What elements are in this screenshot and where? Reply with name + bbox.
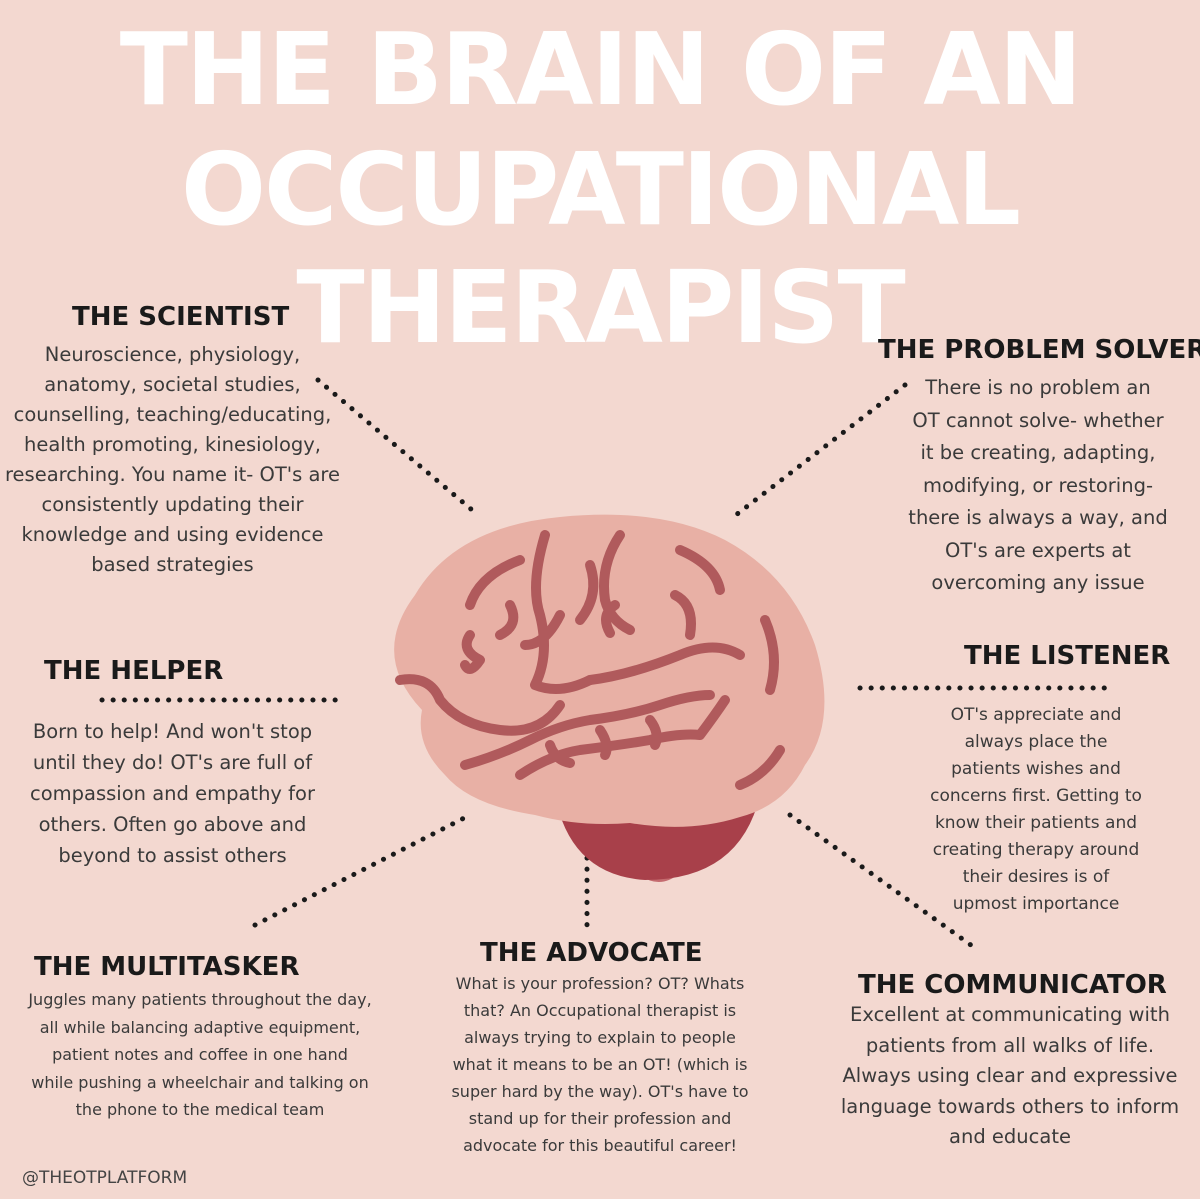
connector-communicator [787, 812, 978, 951]
multitasker-line: while pushing a wheelchair and talking o… [31, 1072, 369, 1092]
problem-solver-line: OT cannot solve- whether [912, 408, 1164, 432]
helper-line: Born to help! And won't stop [32, 720, 313, 743]
helper-heading: THE HELPER [44, 656, 224, 686]
problem-solver-line: OT's are experts at [945, 538, 1131, 562]
problem-solver-line: There is no problem an [925, 376, 1151, 399]
scientist-line: counselling, teaching/educating, [13, 403, 332, 426]
advocate-line: super hard by the way). OT's have to [451, 1082, 749, 1101]
helper-description: Born to help! And won't stop until they … [10, 716, 335, 871]
title-line-1: THE BRAIN OF AN [119, 11, 1083, 128]
advocate-line: advocate for this beautiful career! [463, 1136, 737, 1155]
communicator-line: language towards others to inform [840, 1094, 1180, 1118]
listener-line: OT's appreciate and [950, 705, 1122, 725]
credit-handle: @THEOTPLATFORM [22, 1168, 188, 1188]
problem-solver-description: There is no problem an OT cannot solve- … [888, 372, 1188, 600]
communicator-description: Excellent at communicating with patients… [830, 1000, 1190, 1153]
problem-solver-line: modifying, or restoring- [922, 473, 1153, 497]
advocate-line: always trying to explain to people [464, 1028, 736, 1047]
listener-description: OT's appreciate and always place the pat… [912, 702, 1160, 918]
title-line-2: OCCUPATIONAL [181, 131, 1021, 248]
problem-solver-heading: THE PROBLEM SOLVER [878, 335, 1200, 365]
listener-line: creating therapy around [932, 840, 1140, 860]
listener-line: know their patients and [934, 813, 1138, 833]
multitasker-description: Juggles many patients throughout the day… [10, 986, 390, 1124]
communicator-heading: THE COMMUNICATOR [858, 970, 1167, 1000]
advocate-description: What is your profession? OT? Whats that?… [430, 970, 770, 1159]
multitasker-heading: THE MULTITASKER [34, 952, 300, 982]
advocate-line: what it means to be an OT! (which is [452, 1055, 748, 1074]
listener-line: their desires is of [962, 867, 1110, 887]
scientist-line: consistently updating their [41, 493, 304, 516]
title-line-3: THERAPIST [296, 249, 905, 366]
multitasker-line: Juggles many patients throughout the day… [28, 990, 372, 1009]
problem-solver-line: overcoming any issue [931, 571, 1145, 594]
communicator-line: patients from all walks of life. [865, 1033, 1155, 1057]
advocate-line: stand up for their profession and [468, 1109, 732, 1128]
scientist-heading: THE SCIENTIST [72, 302, 290, 332]
listener-heading: THE LISTENER [964, 641, 1171, 671]
helper-line: beyond to assist others [58, 844, 287, 867]
advocate-line: What is your profession? OT? Whats [455, 974, 745, 993]
connector-problem-solver [729, 382, 908, 521]
scientist-line: Neuroscience, physiology, [44, 343, 301, 366]
problem-solver-line: there is always a way, and [908, 506, 1168, 529]
connector-scientist [315, 377, 481, 518]
communicator-line: and educate [949, 1125, 1071, 1148]
scientist-line: based strategies [91, 553, 254, 576]
scientist-description: Neuroscience, physiology, anatomy, socie… [0, 340, 345, 580]
scientist-line: researching. You name it- OT's are [4, 463, 341, 486]
connector-multitasker [252, 812, 473, 928]
helper-line: until they do! OT's are full of [32, 751, 313, 774]
listener-line: concerns first. Getting to [930, 786, 1142, 806]
advocate-line: that? An Occupational therapist is [463, 1001, 737, 1020]
brain-illustration [394, 514, 825, 883]
listener-line: patients wishes and [951, 759, 1121, 779]
multitasker-line: patient notes and coffee in one hand [52, 1045, 348, 1064]
listener-line: always place the [964, 732, 1108, 752]
advocate-heading: THE ADVOCATE [480, 938, 703, 968]
communicator-line: Excellent at communicating with [850, 1003, 1170, 1026]
scientist-line: anatomy, societal studies, [44, 373, 301, 396]
helper-line: others. Often go above and [38, 813, 307, 836]
multitasker-line: all while balancing adaptive equipment, [39, 1017, 361, 1037]
scientist-line: knowledge and using evidence [21, 523, 324, 546]
listener-line: upmost importance [952, 894, 1120, 914]
communicator-line: Always using clear and expressive [842, 1064, 1178, 1087]
multitasker-line: the phone to the medical team [75, 1100, 325, 1119]
helper-line: compassion and empathy for [30, 782, 315, 805]
scientist-line: health promoting, kinesiology, [24, 433, 321, 456]
problem-solver-line: it be creating, adapting, [920, 441, 1156, 464]
